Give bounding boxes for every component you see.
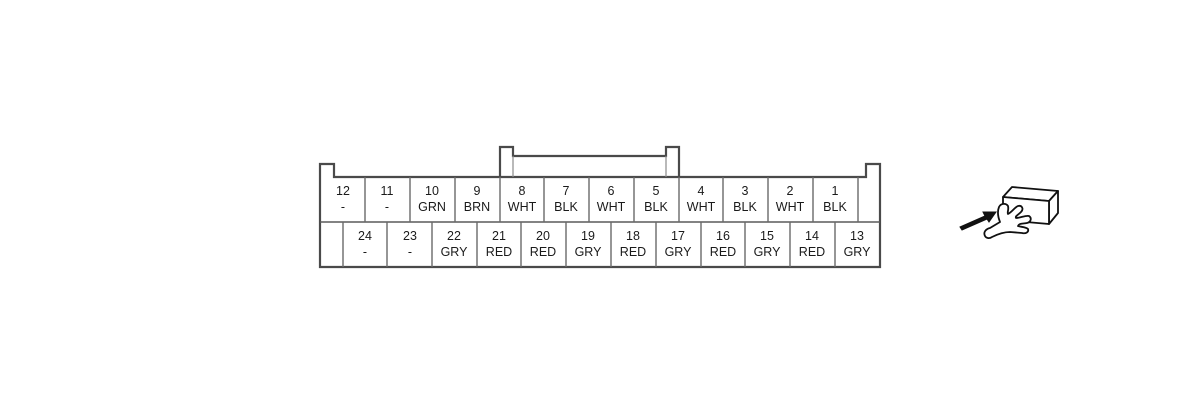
pin-number: 11 [381,184,394,198]
wire-color: WHT [776,200,805,214]
pin-cell: 23 - [403,229,417,259]
wire-color: GRN [418,200,446,214]
pin-number: 16 [716,229,730,243]
pin-number: 7 [563,184,570,198]
wire-color: GRY [441,245,469,259]
wire-color: BLK [823,200,847,214]
connector-housing [318,145,882,269]
pin-number: 17 [671,229,685,243]
pin-number: 12 [336,184,350,198]
wire-color: GRY [844,245,872,259]
wire-color: WHT [508,200,537,214]
wire-color: RED [710,245,736,259]
pin-number: 20 [536,229,550,243]
pin-number: 22 [447,229,461,243]
pin-number: 10 [425,184,439,198]
pin-cell: 12 - [336,184,350,214]
wire-color: WHT [687,200,716,214]
wire-color: - [363,245,367,259]
wire-color: RED [530,245,556,259]
wire-color: BLK [644,200,668,214]
pin-number: 13 [850,229,864,243]
pin-number: 2 [787,184,794,198]
wire-color: - [408,245,412,259]
pin-number: 23 [403,229,417,243]
top-row-dividers [364,177,859,222]
wire-color: RED [486,245,512,259]
pin-number: 9 [474,184,481,198]
pin-number: 6 [608,184,615,198]
hand-pushing-connector-icon [959,186,1059,239]
pin-number: 24 [358,229,372,243]
pin-number: 15 [760,229,774,243]
pin-number: 18 [626,229,640,243]
wire-color: GRY [575,245,603,259]
pin-number: 4 [698,184,705,198]
pin-number: 14 [805,229,819,243]
wire-color: GRY [665,245,693,259]
wire-color: WHT [597,200,626,214]
wire-color: GRY [754,245,782,259]
bottom-row-dividers [342,222,836,267]
wire-color: RED [799,245,825,259]
wire-color: - [341,200,345,214]
wire-color: BLK [733,200,757,214]
pin-number: 21 [492,229,506,243]
pin-cell: 11 - [381,184,394,214]
pin-number: 1 [832,184,839,198]
pin-number: 5 [653,184,660,198]
wire-color: RED [620,245,646,259]
pin-number: 19 [581,229,595,243]
wire-color: BRN [464,200,490,214]
wire-color: - [385,200,389,214]
pin-cell: 24 - [358,229,372,259]
wire-color: BLK [554,200,578,214]
latch-inner [512,156,667,177]
pin-number: 3 [742,184,749,198]
pin-number: 8 [519,184,526,198]
